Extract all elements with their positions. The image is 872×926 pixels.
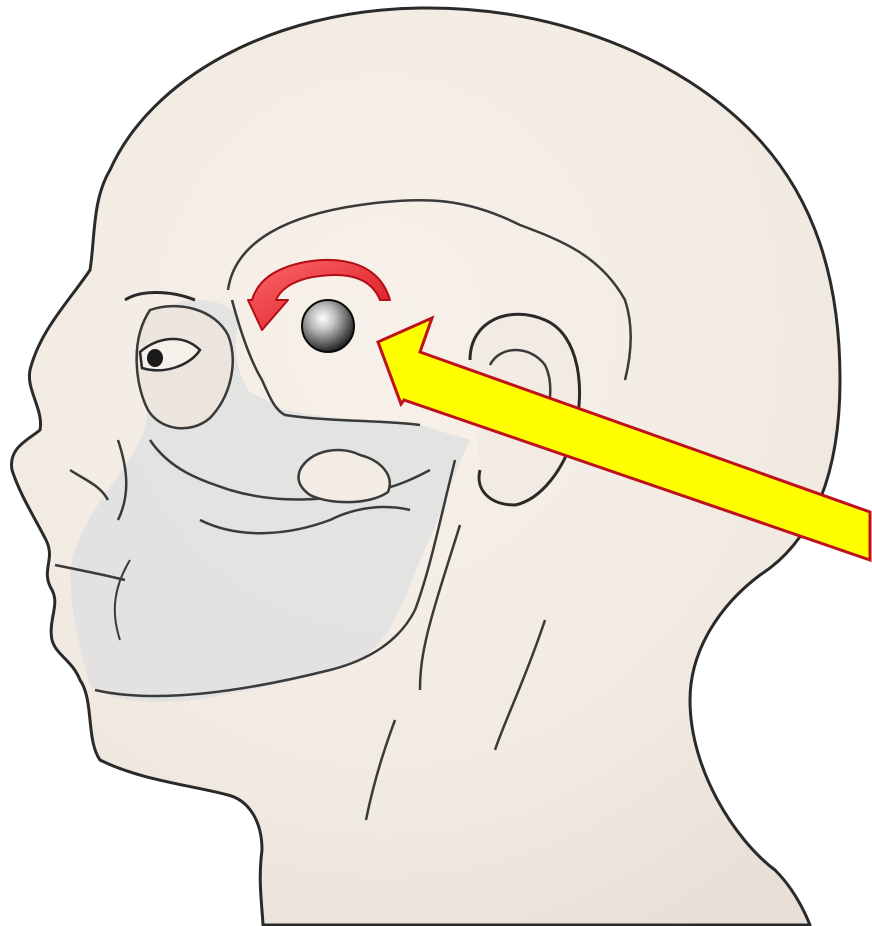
pupil: [147, 349, 163, 367]
dot-icon: [302, 300, 354, 352]
